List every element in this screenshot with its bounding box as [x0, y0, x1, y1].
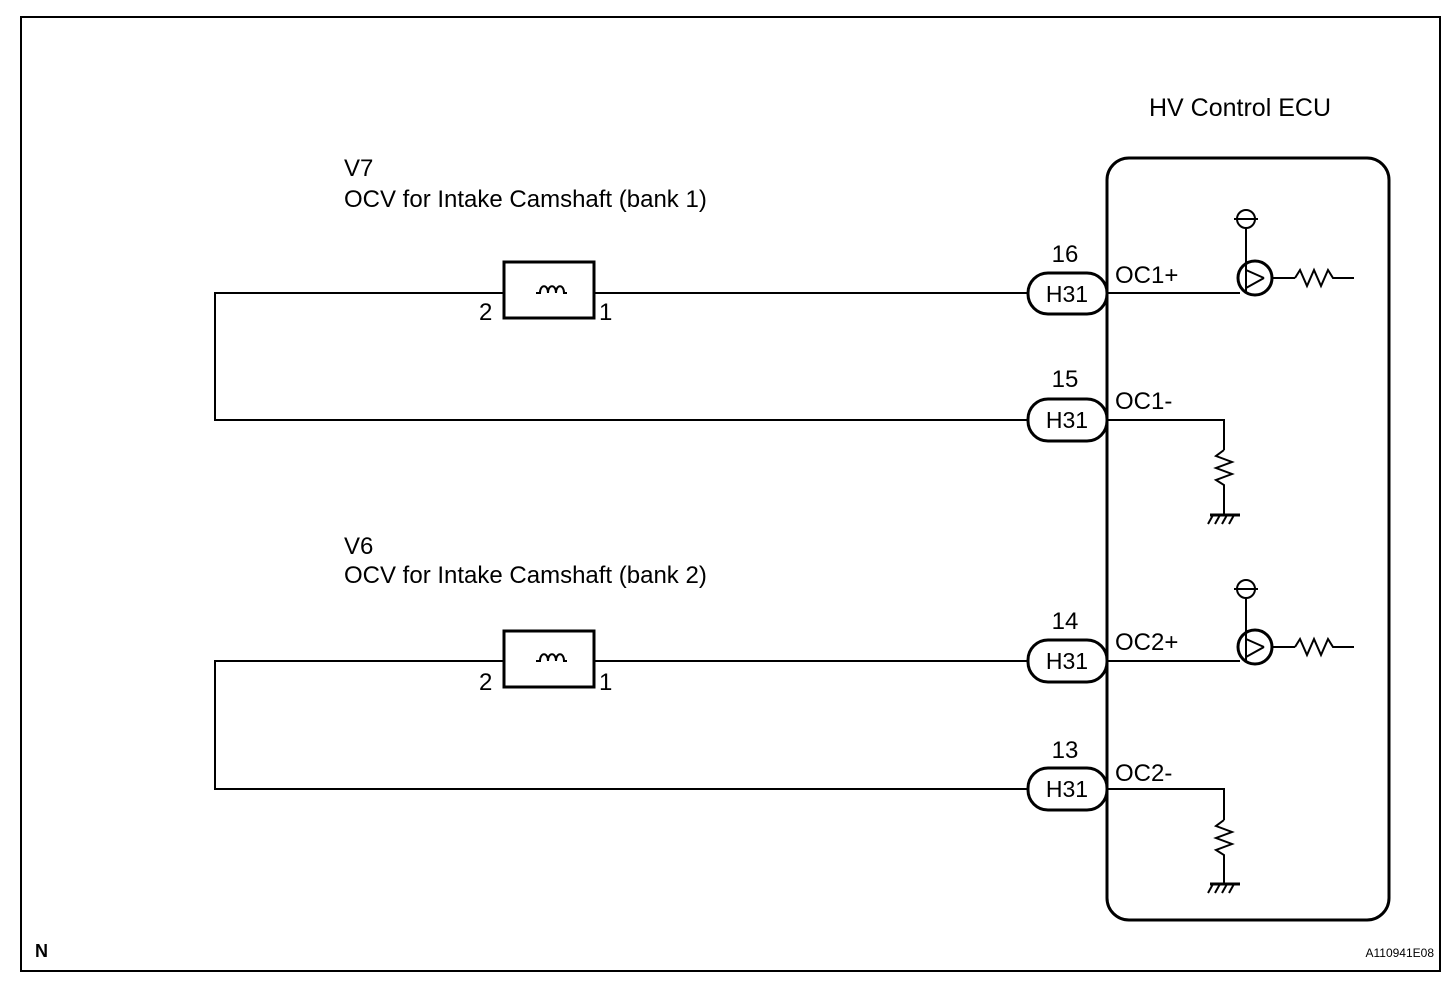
solenoid-box [502, 260, 596, 320]
component-code: V7 [344, 155, 373, 182]
ecu-box [1105, 156, 1391, 922]
resistor-icon [1213, 819, 1235, 883]
terminal-16: 16 H31 OC1+ [1026, 209, 1354, 316]
component-code: V6 [344, 533, 373, 560]
connector-code: H31 [1046, 281, 1088, 307]
terminal-14: 14 H31 OC2+ [1026, 579, 1354, 684]
pin-left: 2 [479, 669, 492, 696]
wire-loop-bank1 [214, 292, 1028, 421]
terminal-15: 15 H31 OC1- [1026, 366, 1240, 525]
component-v6: V6 OCV for Intake Camshaft (bank 2) 2 1 [214, 533, 1028, 790]
component-name: OCV for Intake Camshaft (bank 1) [344, 186, 707, 213]
ground-icon [1207, 513, 1240, 525]
terminal-13: 13 H31 OC2- [1026, 737, 1240, 894]
pin-right: 1 [599, 299, 612, 326]
figure-id: A110941E08 [1365, 946, 1434, 960]
corner-mark: N [35, 941, 48, 961]
coil-icon [536, 653, 567, 662]
connector-code: H31 [1046, 648, 1088, 674]
solenoid-box [502, 629, 596, 689]
transistor-icon [1234, 209, 1295, 297]
coil-icon [536, 285, 567, 294]
resistor-icon [1294, 267, 1354, 289]
connector-code: H31 [1046, 407, 1088, 433]
resistor-icon [1213, 449, 1235, 514]
ecu-title: HV Control ECU [1149, 94, 1331, 122]
component-v7: V7 OCV for Intake Camshaft (bank 1) 2 1 [214, 155, 1028, 421]
connector-code: H31 [1046, 776, 1088, 802]
component-name: OCV for Intake Camshaft (bank 2) [344, 562, 707, 589]
terminal-pin-number: 16 [1052, 241, 1079, 268]
resistor-icon [1294, 636, 1354, 658]
transistor-icon [1234, 579, 1295, 666]
diagram-frame [20, 16, 1441, 972]
pin-right: 1 [599, 669, 612, 696]
terminal-signal: OC2- [1115, 760, 1172, 787]
ground-icon [1207, 882, 1240, 894]
terminal-pin-number: 13 [1052, 737, 1079, 764]
pin-left: 2 [479, 299, 492, 326]
terminal-signal: OC1+ [1115, 262, 1178, 289]
wire-loop-bank2 [214, 660, 1028, 790]
terminal-signal: OC1- [1115, 388, 1172, 415]
terminal-pin-number: 15 [1052, 366, 1079, 393]
terminal-signal: OC2+ [1115, 629, 1178, 656]
terminal-pin-number: 14 [1052, 608, 1079, 635]
